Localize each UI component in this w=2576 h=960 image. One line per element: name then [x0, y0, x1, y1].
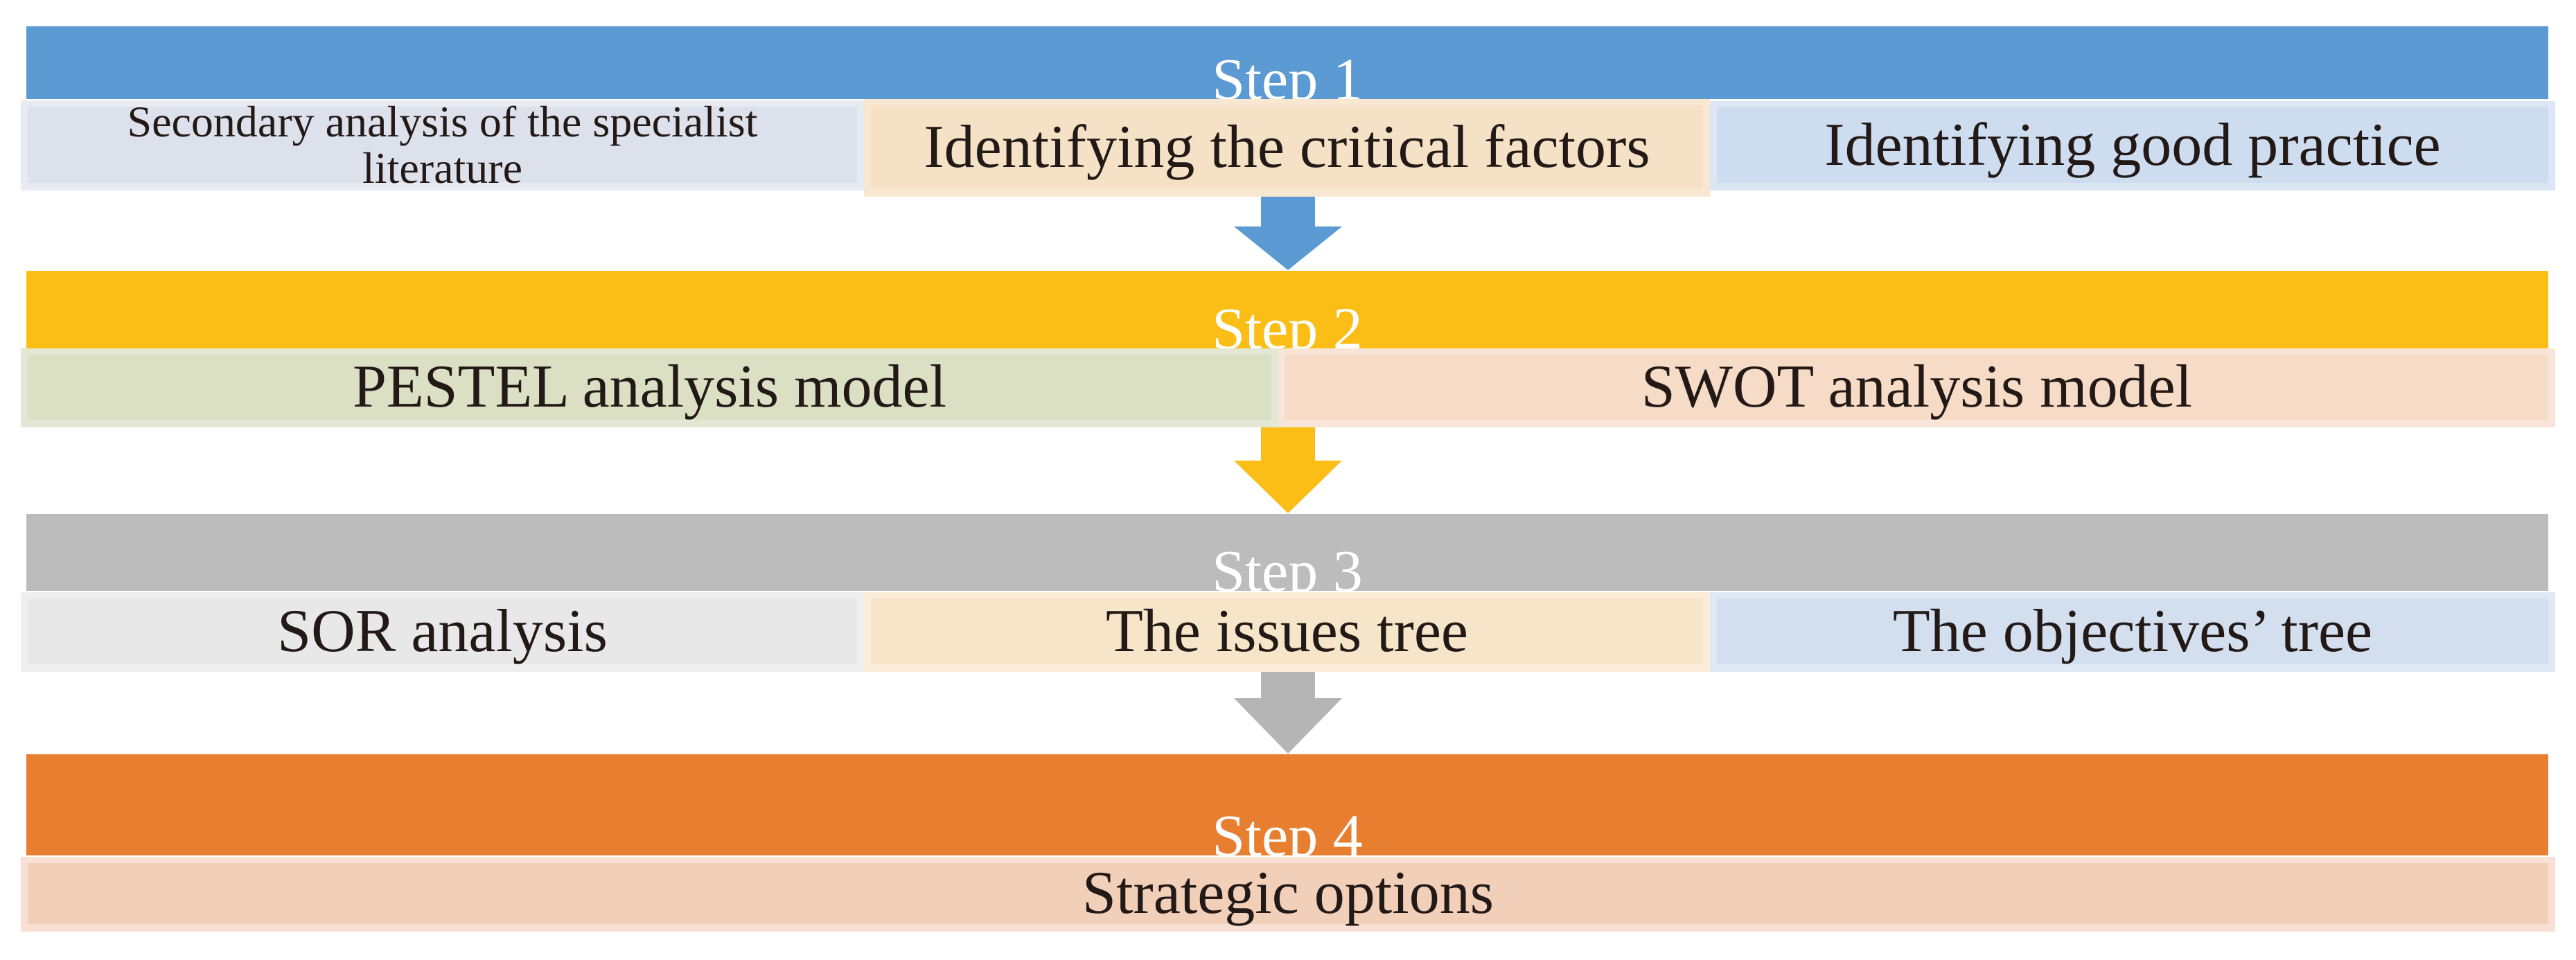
step3-label: Step 3: [1212, 537, 1363, 604]
cell-identifying-good-practice: Identifying good practice: [1710, 101, 2555, 190]
cell-objectives-tree: The objectives’ tree: [1710, 592, 2555, 672]
step4-header-bar: Step 4: [26, 754, 2548, 865]
cell-issues-tree-text: The issues tree: [1106, 597, 1468, 665]
step3-header-bar: Step 3: [26, 514, 2548, 601]
cell-secondary-literature-analysis: Secondary analysis of the specialist lit…: [21, 98, 864, 191]
cell-strategic-options-fill: Strategic options: [28, 860, 2548, 927]
cell-swot-analysis-model-text: SWOT analysis model: [1641, 353, 2193, 421]
cell-issues-tree: The issues tree: [864, 592, 1710, 672]
cell-objectives-tree-fill: The objectives’ tree: [1717, 598, 2548, 664]
cell-secondary-literature-analysis-fill: Secondary analysis of the specialist lit…: [28, 98, 857, 191]
cell-identifying-good-practice-fill: Identifying good practice: [1717, 107, 2548, 183]
cell-pestel-analysis-model-fill: PESTEL analysis model: [28, 355, 1271, 420]
cell-sor-analysis: SOR analysis: [21, 592, 864, 672]
down-arrow-step3-to-step4-head: [1234, 698, 1342, 754]
cell-pestel-analysis-model-text: PESTEL analysis model: [352, 353, 947, 421]
cell-identifying-good-practice-text: Identifying good practice: [1824, 111, 2441, 179]
step4-label: Step 4: [1212, 802, 1363, 869]
step1-label: Step 1: [1212, 46, 1363, 112]
cell-identifying-critical-factors: Identifying the critical factors: [864, 99, 1710, 197]
cell-strategic-options-text: Strategic options: [1082, 860, 1494, 927]
cell-issues-tree-fill: The issues tree: [871, 598, 1703, 664]
cell-identifying-critical-factors-fill: Identifying the critical factors: [871, 105, 1703, 189]
step1-header-bar: Step 1: [26, 26, 2548, 109]
cell-sor-analysis-text: SOR analysis: [277, 597, 608, 665]
step2-label: Step 2: [1212, 295, 1363, 362]
down-arrow-step1-to-step2-head: [1234, 226, 1342, 270]
cell-pestel-analysis-model: PESTEL analysis model: [21, 348, 1278, 427]
cell-swot-analysis-model: SWOT analysis model: [1278, 348, 2555, 427]
cell-strategic-options: Strategic options: [21, 857, 2555, 932]
cell-identifying-critical-factors-text: Identifying the critical factors: [924, 113, 1650, 181]
step2-header-bar: Step 2: [26, 271, 2548, 358]
cell-swot-analysis-model-fill: SWOT analysis model: [1285, 355, 2548, 420]
cell-secondary-literature-analysis-text: Secondary analysis of the specialist lit…: [127, 96, 758, 193]
cell-objectives-tree-text: The objectives’ tree: [1892, 597, 2373, 665]
cell-sor-analysis-fill: SOR analysis: [28, 598, 857, 664]
down-arrow-step2-to-step3-head: [1234, 461, 1342, 513]
